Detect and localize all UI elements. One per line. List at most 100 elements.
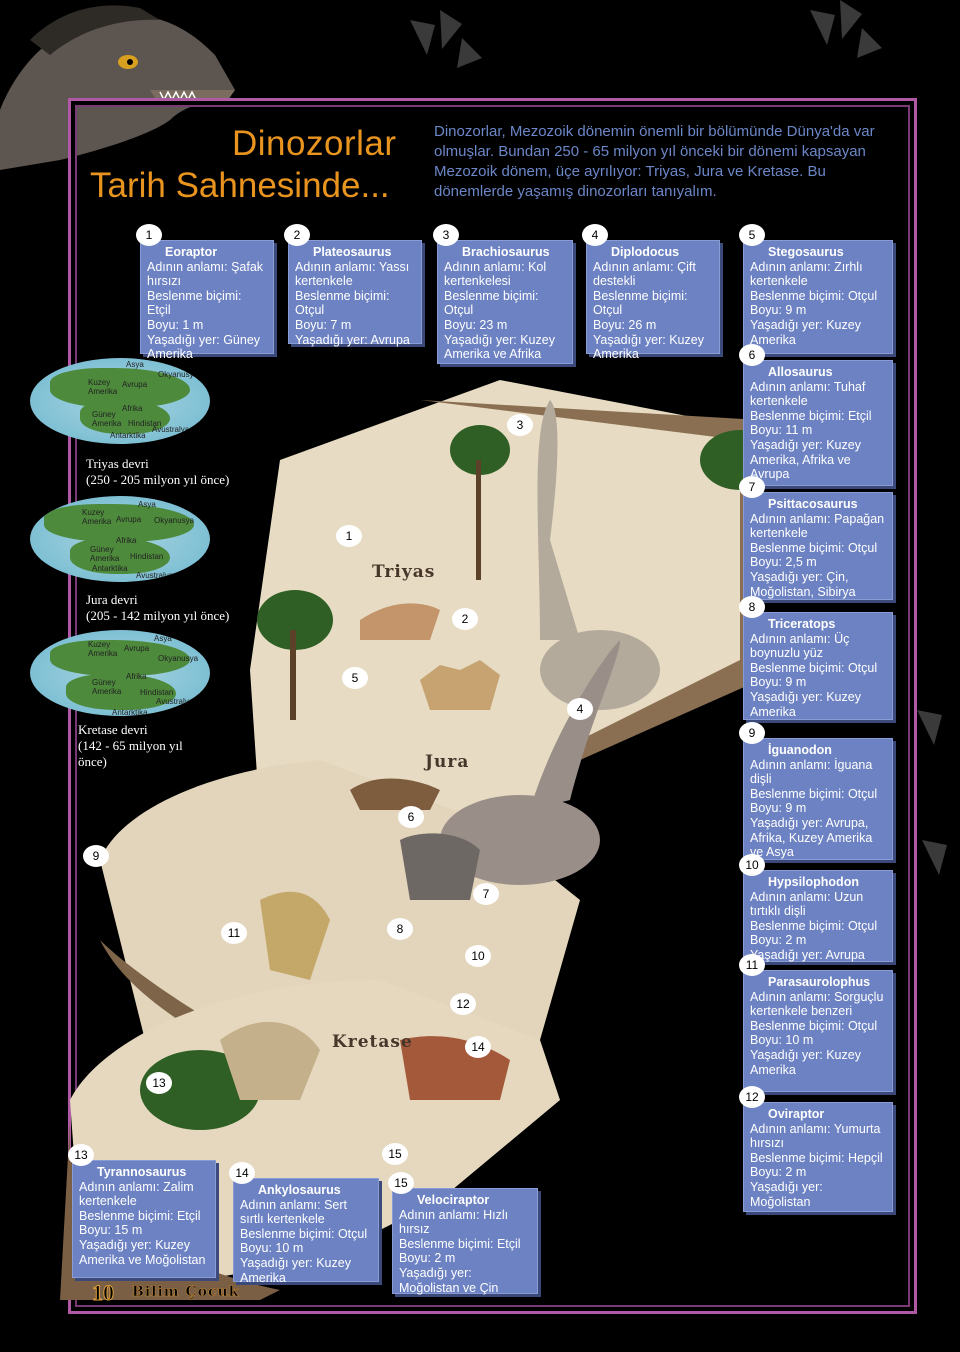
dinosaur-fact: Yaşadığı yer: Kuzey Amerika, Afrika ve A… xyxy=(750,437,861,482)
dinosaur-fact: Yaşadığı yer: Moğolistan xyxy=(750,1179,823,1209)
dinosaur-fact: Boyu: 10 m xyxy=(240,1241,304,1256)
scene-marker: 7 xyxy=(473,883,499,905)
page-title-line2: Tarih Sahnesinde... xyxy=(90,166,390,205)
dinosaur-fact: Beslenme biçimi: Otçul xyxy=(750,918,878,933)
scene-marker: 9 xyxy=(83,845,109,867)
dinosaur-fact: Boyu: 15 m xyxy=(79,1223,143,1238)
dinosaur-fact: Beslenme biçimi: Otçul xyxy=(750,1018,878,1033)
dinosaur-fact: Yaşadığı yer: Kuzey Amerika xyxy=(750,1047,861,1077)
dinosaur-fact: Boyu: 9 m xyxy=(750,675,807,690)
era-label-kretase: Kretase xyxy=(332,1032,413,1052)
card-number-badge: 13 xyxy=(68,1144,94,1166)
dinosaur-name: Plateosaurus xyxy=(313,245,392,259)
dinosaur-fact: Adının anlamı: İguana dişli xyxy=(750,757,873,787)
dinosaur-fact: Boyu: 9 m xyxy=(750,801,807,816)
footprints-decoration xyxy=(410,0,882,68)
dinosaur-fact: Boyu: 2 m xyxy=(750,933,807,948)
dinosaur-fact: Yaşadığı yer: Avrupa xyxy=(750,947,865,962)
card-number-badge: 1 xyxy=(136,224,162,246)
scene-marker: 11 xyxy=(221,922,247,944)
map-era-title: Triyas devri xyxy=(86,456,149,471)
dinosaur-fact: Boyu: 2,5 m xyxy=(750,555,817,570)
dinosaur-fact: Yaşadığı yer: Avrupa xyxy=(295,332,410,347)
map-era-range: (142 - 65 milyon yıl önce) xyxy=(78,738,183,769)
card-number-badge: 3 xyxy=(433,224,459,246)
dinosaur-fact: Adının anlamı: Hızlı hırsız xyxy=(399,1207,509,1237)
dinosaur-fact: Adının anlamı: Sert sırtlı kertenkele xyxy=(240,1197,348,1227)
card-number-badge: 8 xyxy=(739,596,765,618)
scene-marker: 15 xyxy=(382,1143,408,1165)
scene-marker: 6 xyxy=(398,806,424,828)
card-number-badge: 12 xyxy=(739,1086,765,1108)
scene-marker: 2 xyxy=(452,608,478,630)
dinosaur-fact: Adının anlamı: Sorguçlu kertenkele benze… xyxy=(750,989,884,1019)
dinosaur-fact: Yaşadığı yer: Kuzey Amerika xyxy=(750,317,861,347)
era-label-triyas: Triyas xyxy=(372,562,436,582)
dinosaur-fact: Yaşadığı yer: Kuzey Amerika ve Moğolista… xyxy=(79,1237,206,1267)
scene-marker: 14 xyxy=(465,1036,491,1058)
map-era-range: (250 - 205 milyon yıl önce) xyxy=(86,472,230,487)
map-era-range: (205 - 142 milyon yıl önce) xyxy=(86,608,230,623)
dinosaur-fact: Boyu: 9 m xyxy=(750,303,807,318)
dinosaur-fact: Yaşadığı yer: Kuzey Amerika xyxy=(593,332,704,362)
dinosaur-name: Diplodocus xyxy=(611,245,680,259)
card-number-badge: 15 xyxy=(388,1172,414,1194)
scene-marker: 3 xyxy=(507,414,533,436)
card-number-badge: 6 xyxy=(739,344,765,366)
dinosaur-fact: Boyu: 2 m xyxy=(750,1165,807,1180)
globe-map-jura: Asya Kuzey Amerika Avrupa Okyanusya Afri… xyxy=(30,496,210,582)
dinosaur-fact: Yaşadığı yer: Çin, Moğolistan, Sibirya xyxy=(750,569,856,599)
scene-marker: 10 xyxy=(465,945,491,967)
dinosaur-fact: Adının anlamı: Kol kertenkelesi xyxy=(444,259,547,289)
dinosaur-fact: Yaşadığı yer: Avrupa, Afrika, Kuzey Amer… xyxy=(750,815,873,860)
dinosaur-name: Ankylosaurus xyxy=(258,1183,341,1197)
globe-map-kretase: Asya Kuzey Amerika Avrupa Okyanusya Afri… xyxy=(30,630,210,716)
dinosaur-name: Hypsilophodon xyxy=(768,875,859,889)
dinosaur-fact: Beslenme biçimi: Etçil xyxy=(750,408,872,423)
dinosaur-name: Brachiosaurus xyxy=(462,245,550,259)
dinosaur-fact: Boyu: 1 m xyxy=(147,317,204,332)
dinosaur-name: Velociraptor xyxy=(417,1193,490,1207)
card-number-badge: 14 xyxy=(229,1162,255,1184)
dinosaur-fact: Beslenme biçimi: Hepçil xyxy=(750,1150,883,1165)
dinosaur-fact: Beslenme biçimi: Otçul xyxy=(750,288,878,303)
dinosaur-head-illustration xyxy=(0,5,235,170)
footprints-side-decoration xyxy=(917,710,947,875)
dinosaur-fact: Beslenme biçimi: Etçil xyxy=(399,1236,521,1251)
scene-marker: 1 xyxy=(336,525,362,547)
dinosaur-fact: Adının anlamı: Yumurta hırsızı xyxy=(750,1121,881,1151)
dinosaur-fact: Yaşadığı yer: Moğolistan ve Çin xyxy=(399,1265,499,1295)
dinosaur-fact: Adının anlamı: Zalim kertenkele xyxy=(79,1179,194,1209)
map-era-title: Kretase devri xyxy=(78,722,148,737)
dinosaur-fact: Beslenme biçimi: Etçil xyxy=(79,1208,201,1223)
card-number-badge: 11 xyxy=(739,954,765,976)
intro-paragraph: Dinozorlar, Mezozoik dönemin önemli bir … xyxy=(434,123,875,200)
dinosaur-fact: Beslenme biçimi: Otçul xyxy=(593,288,688,318)
dinosaur-fact: Beslenme biçimi: Otçul xyxy=(240,1226,368,1241)
card-number-badge: 7 xyxy=(739,476,765,498)
card-number-badge: 10 xyxy=(739,854,765,876)
dinosaur-fact: Beslenme biçimi: Otçul xyxy=(444,288,539,318)
dinosaur-fact: Boyu: 2 m xyxy=(399,1251,456,1266)
card-number-badge: 5 xyxy=(739,224,765,246)
dinosaur-fact: Adının anlamı: Zırhlı kertenkele xyxy=(750,259,863,289)
dinosaur-fact: Yaşadığı yer: Kuzey Amerika ve Afrika xyxy=(444,332,555,362)
dinosaur-name: Psittacosaurus xyxy=(768,497,858,511)
dinosaur-fact: Yaşadığı yer: Kuzey Amerika xyxy=(240,1255,351,1285)
dinosaur-fact: Adının anlamı: Üç boynuzlu yüz xyxy=(750,631,850,661)
dinosaur-name: Eoraptor xyxy=(165,245,218,259)
dinosaur-name: Oviraptor xyxy=(768,1107,825,1121)
scene-marker: 5 xyxy=(342,667,368,689)
dinosaur-fact: Beslenme biçimi: Otçul xyxy=(750,540,878,555)
dinosaur-fact: Boyu: 10 m xyxy=(750,1033,814,1048)
